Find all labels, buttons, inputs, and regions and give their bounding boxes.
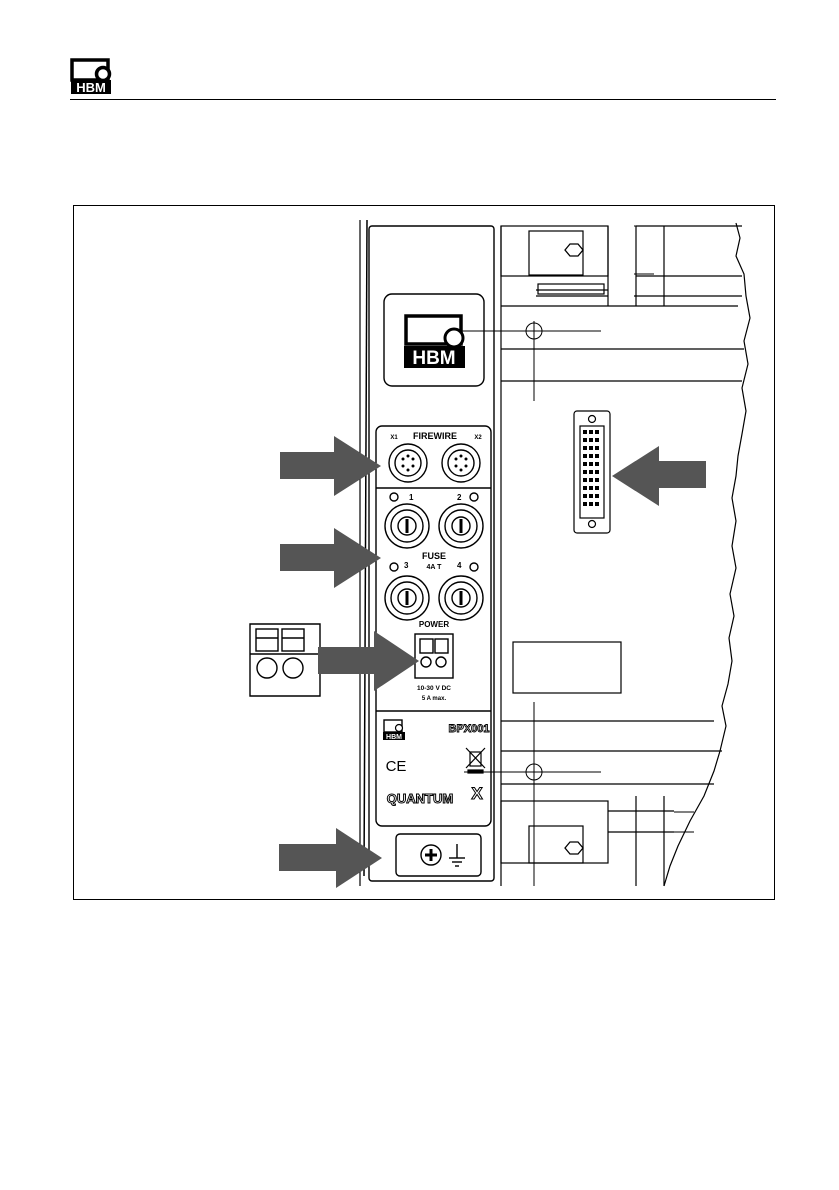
- d-sub-connector-icon: [574, 411, 610, 533]
- model-number: BPX001: [449, 723, 490, 735]
- ce-mark: CE: [386, 758, 407, 775]
- port-x2-label: X2: [474, 435, 482, 441]
- header-logo-text: HBM: [76, 80, 106, 94]
- arrow-icon: [279, 436, 706, 888]
- power-current: 5 A max.: [422, 696, 447, 702]
- brand-name: QUANTUM: [387, 791, 453, 806]
- fuse-number-1: 1: [409, 493, 414, 502]
- power-terminal-icon[interactable]: [415, 634, 453, 678]
- module-logo: HBM: [404, 316, 465, 369]
- weee-bin-icon: [466, 748, 485, 773]
- fuse-number-4: 4: [457, 561, 462, 570]
- module-logo-text: HBM: [412, 348, 455, 369]
- fuse-label: FUSE: [422, 551, 446, 561]
- power-label: POWER: [419, 620, 449, 629]
- header-rule: [70, 99, 776, 100]
- terminal-block-detail: [250, 624, 320, 696]
- small-logo-text: HBM: [386, 734, 402, 741]
- fuse-number-3: 3: [404, 561, 409, 570]
- firewire-port-icon[interactable]: [389, 444, 480, 482]
- port-x1-label: X1: [390, 435, 398, 441]
- device-figure: HBM FIREWIRE X1 X2 1 2 3 4 FUSE 4A T POW…: [73, 205, 775, 900]
- firewire-label: FIREWIRE: [413, 431, 457, 441]
- ground-screw-icon: [421, 844, 465, 866]
- hbm-logo-icon: HBM: [70, 58, 112, 94]
- fuse-number-2: 2: [457, 493, 462, 502]
- power-voltage: 10-30 V DC: [417, 685, 451, 692]
- small-logo: HBM: [383, 720, 405, 741]
- fuse-rating: 4A T: [427, 564, 443, 571]
- brand-suffix: X: [471, 784, 483, 803]
